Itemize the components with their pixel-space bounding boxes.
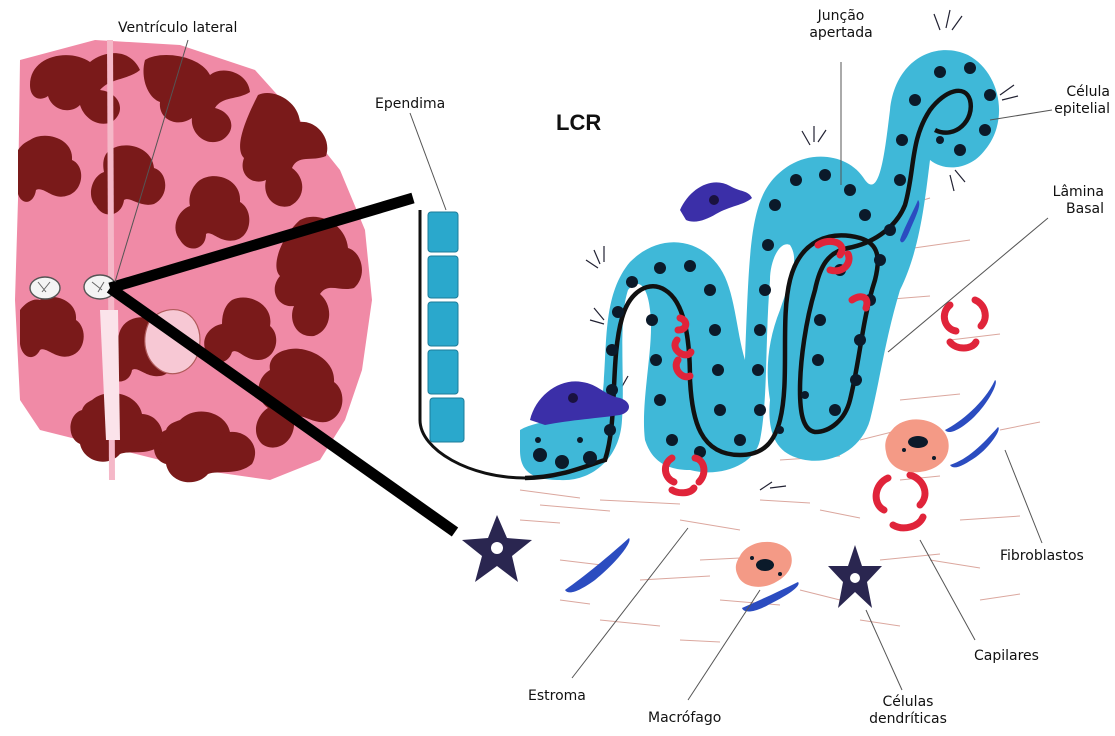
leader-ependima [410,113,446,210]
leader-estroma [572,528,688,678]
ependymal-cells [428,212,464,442]
label-juncao-apertada: Junção apertada [795,8,887,42]
label-fibroblastos: Fibroblastos [1000,548,1084,565]
label-ventriculo-lateral: Ventrículo lateral [118,20,237,37]
ependyma [420,210,525,478]
label-celula-epitelial: Célula epitelial [1020,84,1110,118]
leader-capilares [920,540,975,640]
label-celula-epitelial-line2: epitelial [1020,101,1110,118]
leader-macrofago [688,590,760,700]
label-lamina-basal-line2: Basal [1020,201,1104,218]
label-lamina-basal: Lâmina Basal [1020,184,1104,218]
label-lcr: LCR [556,110,601,136]
dendritic-cells [462,515,882,608]
label-juncao-apertada-line2: apertada [795,25,887,42]
label-estroma: Estroma [528,688,586,705]
leader-celulas-dendriticas [866,610,902,690]
label-celulas-dendriticas-line1: Células [858,694,958,711]
label-ependima: Ependima [375,96,445,113]
label-juncao-apertada-line1: Junção [795,8,887,25]
label-macrofago: Macrófago [648,710,721,727]
leader-fibroblastos [1005,450,1042,543]
label-lamina-basal-line1: Lâmina [1020,184,1104,201]
label-celula-epitelial-line1: Célula [1020,84,1110,101]
label-celulas-dendriticas-line2: dendríticas [858,711,958,728]
label-capilares: Capilares [974,648,1039,665]
label-celulas-dendriticas: Células dendríticas [858,694,958,728]
